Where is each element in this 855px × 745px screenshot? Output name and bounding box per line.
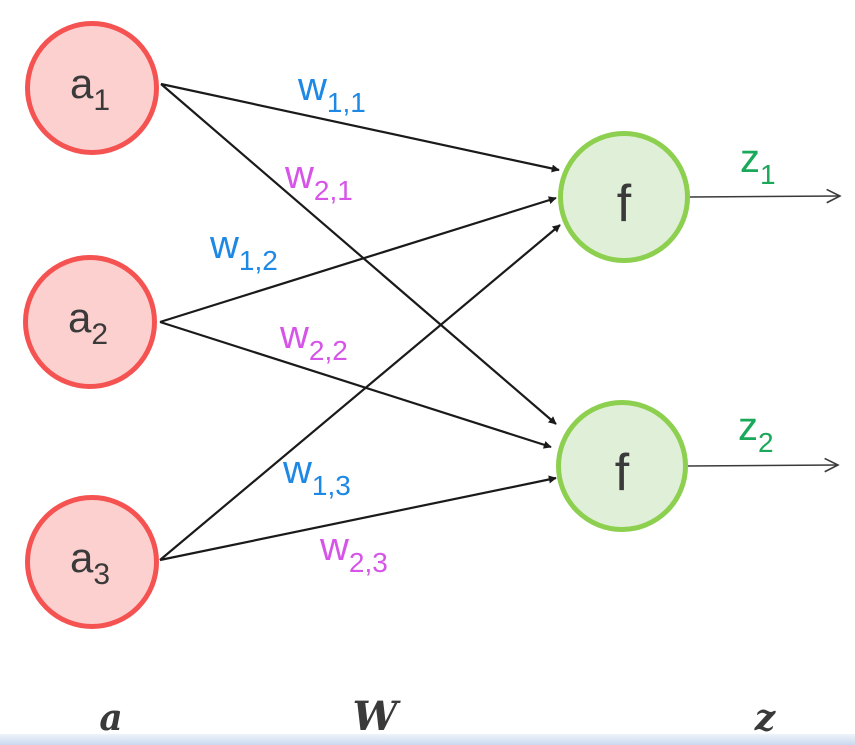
weight-edge-a3-f2 [159,475,557,562]
weights-matrix-label: W [353,693,402,740]
output-edges [687,196,840,466]
weight-label: w1,1 [297,65,366,118]
output-arrow-z2 [687,465,838,466]
activation-node-circle [558,131,690,263]
activation-node-f2: f [556,400,688,532]
output-symbol: z [738,405,758,449]
weight-symbol: w [297,65,327,109]
weight-label: w1,3 [282,448,351,501]
output-label: z2 [738,405,774,458]
weight-subscript: 1,3 [312,470,351,501]
weight-edge-a1-f2 [160,83,557,425]
input-node-circle [23,255,157,389]
weight-symbol: w [279,313,309,357]
input-node-label: a2 [68,294,108,351]
weight-symbol: w [209,223,239,267]
weight-edge-a2-f1 [159,196,557,324]
weight-subscript: 1,1 [327,87,366,118]
weight-symbol: w [284,153,314,197]
input-subscript: 3 [93,558,110,591]
weight-subscript: 2,2 [309,335,348,366]
weight-edges [159,82,561,562]
input-subscript: 1 [93,84,110,117]
input-symbol: a [68,294,92,341]
input-node-label: a1 [70,60,110,117]
weight-subscript: 2,3 [349,547,388,578]
activation-node-f1: f [558,131,690,263]
input-node-circle [25,495,159,629]
input-node-circle [25,21,159,155]
weight-symbol: w [282,448,312,492]
weight-subscript: 1,2 [239,245,278,276]
input-symbol: a [70,60,94,107]
input-node-a1: a1 [25,21,159,155]
input-symbol: a [70,534,94,581]
output-label: z1 [740,137,776,190]
weight-label: w2,1 [284,153,353,206]
input-node-a3: a3 [25,495,159,629]
bottom-strip [0,734,855,745]
weight-edge-a2-f2 [159,320,552,449]
weight-subscript: 2,1 [314,175,353,206]
outputs-vector-label: z [754,697,777,739]
weight-symbol: w [319,525,349,569]
output-symbol: z [740,137,760,181]
inputs-vector-label: a [99,697,122,739]
output-arrow-z1 [689,196,840,197]
weight-edge-a3-f1 [159,224,561,561]
weight-label: w2,2 [279,313,348,366]
activation-function-label: f [617,175,632,233]
input-node-a2: a2 [23,255,157,389]
input-node-label: a3 [70,534,110,591]
activation-node-circle [556,400,688,532]
input-subscript: 2 [91,318,108,351]
weight-label: w1,2 [209,223,278,276]
activation-function-label: f [615,444,630,502]
axis-labels: a W z [99,693,776,740]
output-subscript: 2 [758,427,774,458]
weight-label: w2,3 [319,525,388,578]
weight-edge-a1-f1 [160,82,560,173]
output-subscript: 1 [760,159,776,190]
